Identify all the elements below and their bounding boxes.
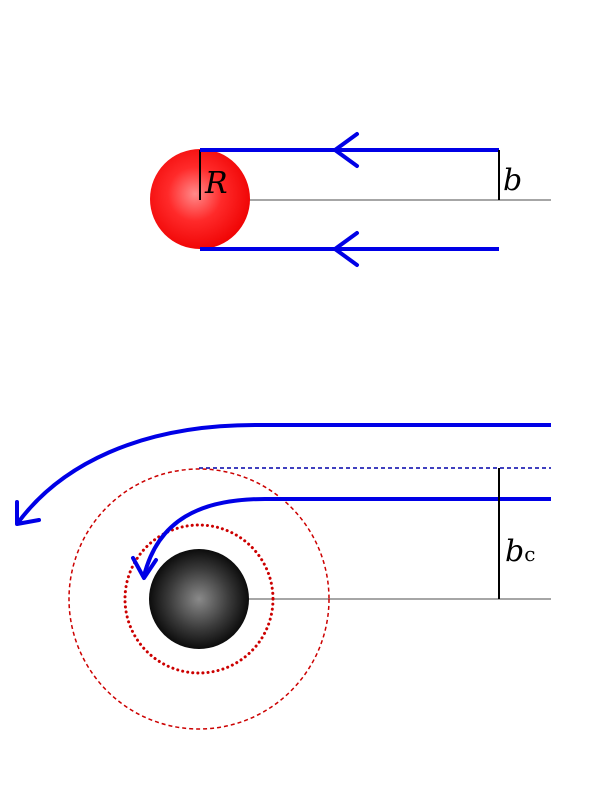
impact-parameter-label: b: [503, 163, 522, 198]
upper-ray-arrowhead: [333, 132, 359, 168]
deflected-ray-arrowhead: [15, 500, 41, 526]
outer-dashed-circle: [68, 468, 330, 730]
deflected-ray: [15, 423, 551, 526]
lower-ray-arrowhead: [333, 231, 359, 267]
critical-impact-label: bc: [505, 534, 535, 569]
photon-sphere-circle: [123, 523, 275, 675]
radius-label: R: [204, 166, 228, 201]
captured-ray: [131, 497, 551, 580]
black-hole: [149, 549, 249, 649]
top-diagram: R b: [150, 132, 551, 267]
lower-incoming-ray: [200, 231, 499, 267]
captured-ray-arrowhead: [131, 556, 158, 580]
upper-incoming-ray: [200, 132, 499, 168]
bottom-diagram: bc: [15, 423, 551, 730]
